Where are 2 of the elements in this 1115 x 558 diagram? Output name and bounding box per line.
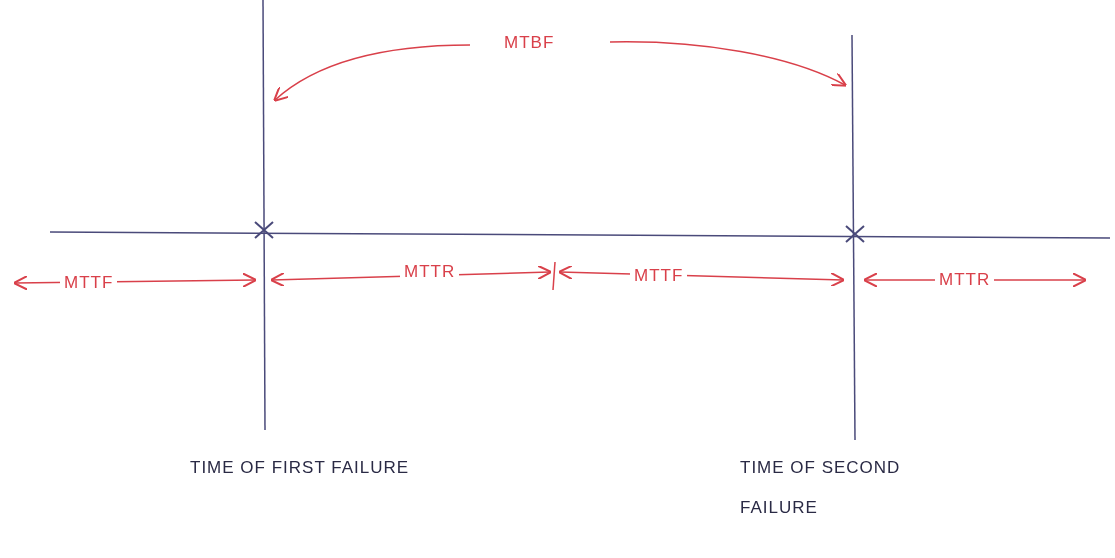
event-label: TIME OF FIRST FAILURE [190, 457, 411, 479]
event-label: TIME OF SECOND FAILURE [740, 457, 902, 519]
